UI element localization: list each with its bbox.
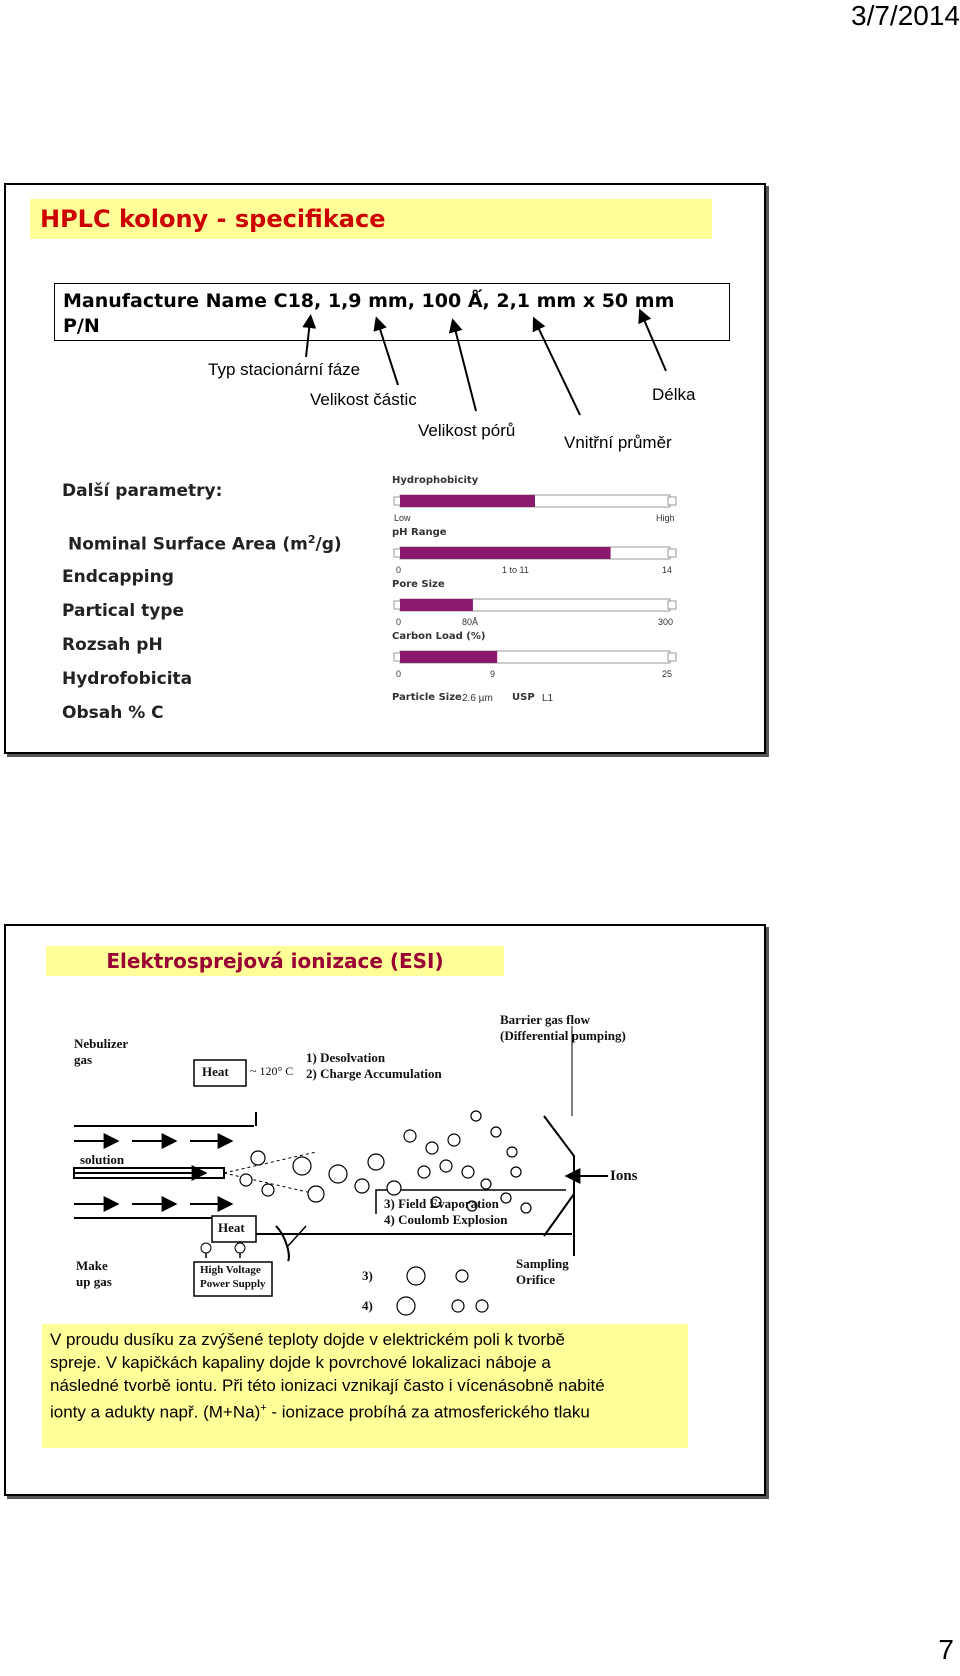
- carbon-mid: 9: [490, 669, 496, 679]
- slide-title: Elektrosprejová ionizace (ESI): [46, 946, 504, 976]
- bar-label-carbon-load: Carbon Load (%): [392, 631, 486, 642]
- bar-label-pore-size: Pore Size: [392, 579, 445, 590]
- label-row3: 3): [362, 1268, 373, 1283]
- label-inner-diameter: Vnitřní průměr: [564, 433, 672, 452]
- bar-cap-right: [667, 652, 677, 662]
- label-sampling: Sampling: [516, 1256, 569, 1271]
- label-nebulizer: Nebulizer: [74, 1036, 129, 1051]
- esi-text-line: V proudu dusíku za zvýšené teploty dojde…: [50, 1330, 565, 1349]
- bar-fill: [400, 651, 498, 663]
- pore-mid: 80Å: [462, 617, 479, 627]
- label-stationary-phase: Typ stacionární fáze: [208, 360, 361, 379]
- slide-hplc-columns: HPLC kolony - specifikace Manufacture Na…: [4, 183, 766, 754]
- param-hydrophobicity: Hydrofobicita: [62, 669, 193, 689]
- bar-label-particle-size: Particle Size: [392, 692, 462, 703]
- label-particle-size: Velikost částic: [310, 390, 417, 409]
- ph-mid: 1 to 11: [502, 565, 529, 575]
- hydro-low: Low: [394, 513, 411, 523]
- param-carbon-content: Obsah % C: [62, 703, 164, 723]
- spec-part-number: P/N: [63, 315, 100, 337]
- label-up-gas: up gas: [76, 1274, 112, 1289]
- label-step2: 2) Charge Accumulation: [306, 1066, 442, 1081]
- carbon-max: 25: [662, 669, 673, 679]
- bar-fill: [400, 495, 535, 507]
- sampling-orifice: [543, 1115, 575, 1256]
- hydrophobicity-bar: [393, 494, 677, 508]
- label-ions: Ions: [610, 1168, 638, 1184]
- label-barrier-gas: Barrier gas flow: [500, 1012, 591, 1027]
- particle-size-value: 2.6 µm: [462, 693, 493, 704]
- column-spec-box: Manufacture Name C18, 1,9 mm, 100 Ǻ, 2,1…: [54, 283, 730, 341]
- hydro-high: High: [656, 513, 675, 523]
- esi-text-line: ionty a adukty např. (M+Na)+ - ionizace …: [50, 1402, 590, 1422]
- bar-fill: [400, 599, 473, 611]
- label-make: Make: [76, 1258, 108, 1273]
- spec-line: Manufacture Name C18, 1,9 mm, 100 Ǻ, 2,1…: [63, 290, 675, 312]
- esi-text-line: spreje. V kapičkách kapaliny dojde k pov…: [50, 1353, 551, 1372]
- esi-text-line: následné tvorbě iontu. Při této ionizaci…: [50, 1376, 605, 1395]
- bar-fill: [400, 547, 611, 559]
- pore-max: 300: [658, 617, 674, 627]
- label-high-voltage: High Voltage: [200, 1264, 261, 1276]
- hv-box: [193, 1261, 273, 1297]
- ph-max: 14: [662, 565, 673, 575]
- ph-min: 0: [396, 565, 402, 575]
- label-row4: 4): [362, 1298, 373, 1313]
- label-power-supply: Power Supply: [200, 1278, 266, 1290]
- droplets: [239, 1110, 532, 1316]
- pore-size-bar: [393, 598, 677, 612]
- ph-range-bar: [393, 546, 677, 560]
- page-number: 7: [938, 1634, 954, 1665]
- slide-title: HPLC kolony - specifikace: [30, 199, 712, 239]
- heat-box-top: [193, 1059, 247, 1087]
- carbon-load-bar: [393, 650, 677, 664]
- esi-description: V proudu dusíku za zvýšené teploty dojde…: [42, 1324, 688, 1448]
- param-particle-type: Partical type: [62, 601, 185, 621]
- arrow-pore-size: [448, 318, 477, 412]
- label-differential-pumping: (Differential pumping): [500, 1028, 626, 1043]
- bar-label-hydrophobicity: Hydrophobicity: [392, 475, 479, 486]
- params-heading: Další parametry:: [62, 481, 223, 501]
- label-pore-size: Velikost pórů: [418, 421, 516, 440]
- label-heat-bottom: Heat: [218, 1220, 245, 1235]
- arrow-inner-diameter: [532, 316, 581, 416]
- esi-diagram: [73, 1026, 608, 1316]
- bar-cap-right: [667, 548, 677, 558]
- param-surface-area: Nominal Surface Area (m2/g): [68, 533, 342, 555]
- arrow-stationary-phase: [302, 314, 317, 358]
- bar-cap-right: [667, 496, 677, 506]
- label-heat-top: Heat: [202, 1064, 229, 1079]
- label-orifice: Orifice: [516, 1272, 555, 1287]
- label-step4: 4) Coulomb Explosion: [384, 1212, 508, 1227]
- label-step1: 1) Desolvation: [306, 1050, 386, 1065]
- spec-arrows: [302, 308, 667, 416]
- bar-label-ph-range: pH Range: [392, 527, 447, 538]
- carbon-min: 0: [396, 669, 402, 679]
- arrow-length: [638, 308, 667, 372]
- usp-label: USP: [512, 692, 535, 703]
- param-ph-range: Rozsah pH: [62, 635, 163, 655]
- usp-value: L1: [542, 693, 554, 704]
- param-endcapping: Endcapping: [62, 567, 174, 587]
- page-date: 3/7/2014: [851, 0, 960, 31]
- label-step3: 3) Field Evaporation: [384, 1196, 499, 1211]
- heat-box-bottom: [211, 1215, 257, 1243]
- pore-min: 0: [396, 617, 402, 627]
- label-length: Délka: [652, 385, 696, 404]
- slide-esi: Elektrosprejová ionizace (ESI): [4, 924, 766, 1496]
- label-gas: gas: [74, 1052, 93, 1067]
- bar-cap-right: [667, 600, 677, 610]
- label-solution: solution: [80, 1152, 125, 1167]
- arrow-particle-size: [373, 316, 399, 386]
- label-temperature: ~ 120° C: [250, 1064, 294, 1078]
